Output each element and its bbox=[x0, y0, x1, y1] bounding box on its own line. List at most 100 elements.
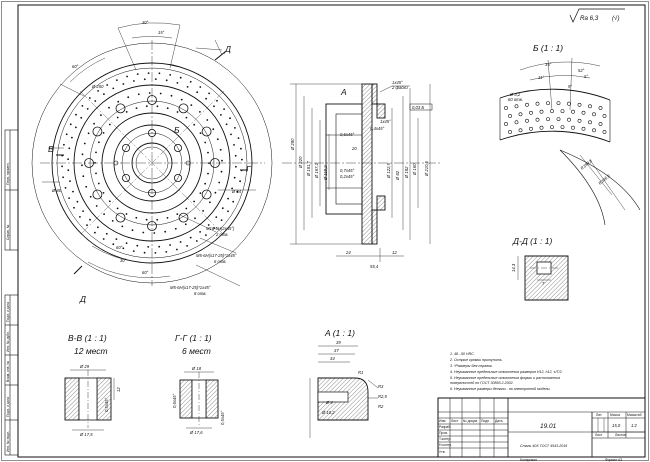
vent-hole bbox=[196, 91, 199, 94]
vent-hole bbox=[112, 243, 115, 246]
vent-hole bbox=[117, 100, 120, 103]
vent-hole bbox=[227, 210, 229, 213]
vent-hole bbox=[186, 245, 189, 247]
vent-hole bbox=[111, 220, 114, 222]
vent-hole bbox=[237, 137, 240, 140]
note-line: 5. Неуказанные предельные отклонения фор… bbox=[450, 376, 560, 380]
vent-hole bbox=[164, 230, 167, 233]
vent-hole bbox=[105, 232, 108, 235]
vent-hole bbox=[176, 111, 179, 113]
vent-hole bbox=[62, 176, 64, 179]
vent-hole bbox=[154, 78, 157, 80]
subtitle-view-vv: 12 мест bbox=[74, 346, 108, 356]
vent-hole bbox=[158, 72, 161, 75]
b-hole bbox=[577, 118, 582, 123]
vent-hole bbox=[176, 248, 178, 251]
vent-hole bbox=[67, 169, 70, 172]
tb-role: Пров. bbox=[439, 431, 448, 435]
vent-hole bbox=[116, 116, 119, 119]
b-dim-11: 11° bbox=[538, 75, 544, 80]
view-vv-detail bbox=[64, 369, 115, 431]
callout-m5a-count: 6 отв. bbox=[214, 259, 227, 264]
vent-hole-pattern bbox=[61, 72, 243, 254]
tb-material: Сталь 40Х ГОСТ 4543-2016 bbox=[520, 444, 567, 448]
vent-hole bbox=[232, 200, 235, 203]
tb-mass: 15,0 bbox=[612, 423, 621, 428]
vent-hole bbox=[97, 90, 99, 92]
vent-hole bbox=[241, 158, 243, 161]
vent-hole bbox=[207, 224, 210, 226]
vent-hole bbox=[205, 234, 207, 237]
vent-hole bbox=[221, 207, 224, 210]
vent-hole bbox=[145, 218, 148, 221]
vent-hole bbox=[208, 162, 210, 165]
b-hole bbox=[598, 106, 603, 110]
vent-hole bbox=[112, 87, 115, 90]
vent-hole bbox=[220, 219, 223, 222]
title-view-gg: Г-Г (1 : 1) bbox=[175, 333, 212, 343]
vent-hole bbox=[93, 122, 95, 125]
title-block bbox=[437, 397, 646, 458]
gg-dim-d176: Ø 17,6 bbox=[189, 430, 203, 435]
vent-hole bbox=[68, 147, 71, 150]
vent-hole bbox=[94, 231, 96, 234]
vent-hole bbox=[156, 105, 159, 108]
vent-hole bbox=[103, 213, 105, 216]
b-hole bbox=[535, 101, 540, 106]
vent-hole bbox=[213, 227, 216, 229]
b-hole bbox=[602, 114, 607, 118]
view-dd-detail bbox=[517, 255, 569, 301]
vent-hole bbox=[156, 218, 159, 221]
title-view-dd: Д-Д (1 : 1) bbox=[512, 236, 553, 246]
vent-hole bbox=[102, 238, 105, 240]
b-hole bbox=[556, 101, 561, 106]
b-hole bbox=[598, 122, 603, 126]
vent-hole bbox=[220, 170, 223, 173]
b-hole bbox=[581, 110, 586, 115]
vent-hole bbox=[220, 114, 222, 116]
b-hole bbox=[508, 114, 512, 118]
vent-hole bbox=[82, 175, 85, 178]
tb-col-lit: Лит. bbox=[596, 413, 602, 417]
vent-hole bbox=[87, 132, 90, 135]
tb-row-date: Дата bbox=[495, 419, 503, 423]
vent-hole bbox=[205, 97, 208, 100]
dim-d210: Ø 210,5 bbox=[424, 160, 429, 177]
vent-hole bbox=[95, 205, 98, 207]
vent-hole bbox=[215, 216, 218, 219]
vent-hole bbox=[207, 172, 209, 175]
roughness-value: Ra 6,3 bbox=[580, 15, 599, 22]
b-hole bbox=[508, 130, 512, 134]
vent-hole bbox=[100, 114, 102, 116]
a-dim-37: 37 bbox=[334, 348, 339, 353]
view-b-detail bbox=[499, 57, 641, 226]
vent-hole bbox=[154, 252, 157, 254]
vent-hole bbox=[125, 242, 128, 245]
b-hole bbox=[539, 125, 544, 130]
vent-hole bbox=[189, 236, 192, 239]
a-dim-r3: R3 bbox=[378, 384, 384, 389]
vent-hole bbox=[165, 79, 168, 82]
note-line: 4. Неуказанные предельные отклонения раз… bbox=[450, 370, 563, 374]
dim-d160: Ø 160 bbox=[412, 163, 417, 176]
vv-dim-d29: Ø 29 bbox=[79, 364, 90, 369]
dd-dim-7: 7 bbox=[542, 281, 545, 286]
vent-hole bbox=[212, 128, 215, 131]
note-line: 6. Неуказанные размеры детали - по элект… bbox=[450, 387, 551, 391]
dim-c1b: 2 фаски bbox=[391, 85, 408, 90]
b-hole bbox=[504, 106, 508, 110]
tb-role: Т.контр. bbox=[439, 437, 451, 441]
dim-d82: Ø 82 bbox=[395, 170, 400, 181]
tb-col-scale: Масштаб bbox=[627, 413, 642, 417]
side-cell-7: Инв. № подл. bbox=[6, 431, 10, 452]
vent-hole bbox=[180, 98, 183, 101]
dim-d250: Ø 250 bbox=[91, 84, 104, 89]
vent-hole bbox=[204, 182, 207, 185]
dim-d220: Ø 220 bbox=[298, 156, 303, 169]
vent-hole bbox=[214, 191, 217, 194]
vent-hole bbox=[97, 182, 100, 185]
vent-hole bbox=[86, 224, 88, 227]
b-dim-5: 5° bbox=[584, 74, 588, 79]
